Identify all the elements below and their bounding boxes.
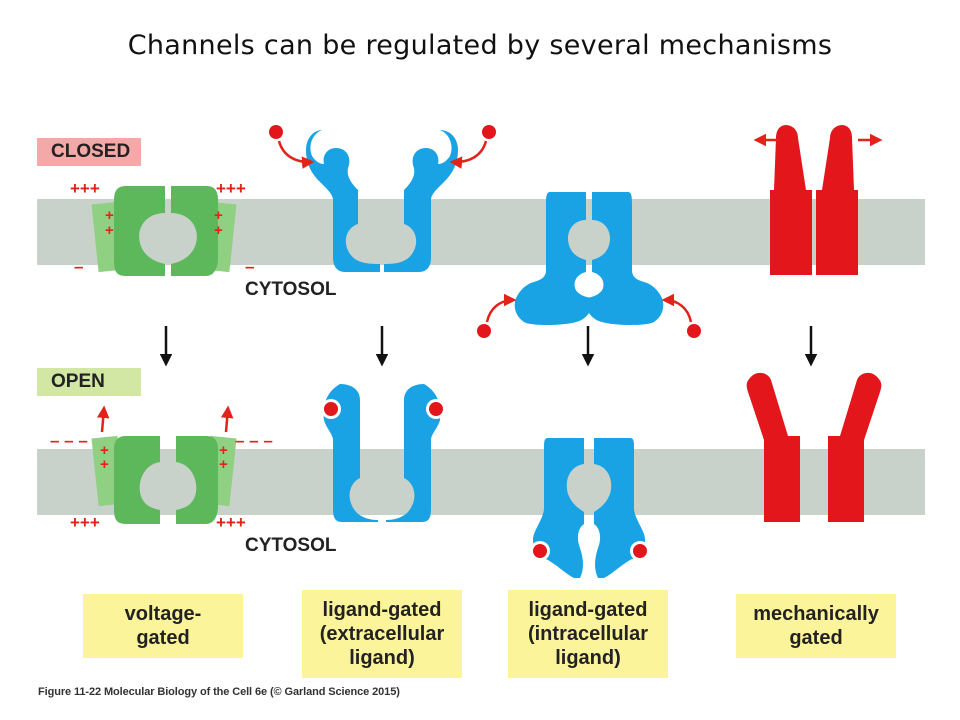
ligand-subunit-right xyxy=(384,130,458,272)
binding-arrow xyxy=(277,140,315,169)
caption-ligand-intracellular: ligand-gated (intracellular ligand) xyxy=(508,590,668,678)
cytosol-label: CYTOSOL xyxy=(245,535,337,556)
open-label: OPEN xyxy=(37,368,141,396)
binding-arrow xyxy=(449,140,488,169)
ligand-subunit-right xyxy=(594,438,646,578)
cytosol-label: CYTOSOL xyxy=(245,279,337,300)
intracellular-ligand xyxy=(477,324,491,338)
page-title: Channels can be regulated by several mec… xyxy=(127,30,833,61)
inner-charge-left: +++ xyxy=(70,513,100,532)
bound-ligand xyxy=(324,402,338,416)
mechanical-subunit-left xyxy=(746,372,800,522)
intracellular-ligand xyxy=(687,324,701,338)
sensor-charge: + xyxy=(100,456,109,473)
inner-charge-right: – xyxy=(245,257,254,276)
voltage-subunit-right xyxy=(171,186,218,276)
mechanical-subunit-left xyxy=(770,125,812,275)
sensor-charge: + xyxy=(105,207,114,224)
voltage-subunit-left xyxy=(114,436,160,524)
sensor-move-arrow xyxy=(220,405,234,433)
caption-voltage-gated: voltage- gated xyxy=(83,594,243,658)
ligand-subunit-left xyxy=(323,384,378,522)
outer-charge-left: – – – xyxy=(50,431,88,450)
mechanical-open-channel xyxy=(746,372,882,522)
ligand-intracellular-open-channel xyxy=(530,438,650,578)
bound-ligand xyxy=(429,402,443,416)
closed-label: CLOSED xyxy=(37,138,141,166)
bound-ligand xyxy=(533,544,547,558)
ligand-subunit-right xyxy=(386,384,441,522)
sensor-charge: + xyxy=(219,456,228,473)
mechanical-subunit-right xyxy=(828,372,882,522)
mechanical-closed-channel xyxy=(753,125,883,275)
sensor-charge: + xyxy=(219,442,228,459)
caption-ligand-extracellular: ligand-gated (extracellular ligand) xyxy=(302,590,462,678)
inner-charge-left: – xyxy=(74,257,83,276)
ligand-subunit-left xyxy=(306,130,380,272)
caption-mechanically-gated: mechanically gated xyxy=(736,594,896,658)
ligand-intracellular-closed-channel xyxy=(477,192,701,338)
figure-credit: Figure 11-22 Molecular Biology of the Ce… xyxy=(38,686,400,698)
ligand-extracellular-closed-channel xyxy=(269,125,496,272)
sensor-charge: + xyxy=(105,222,114,239)
sensor-charge: + xyxy=(214,207,223,224)
ligand-extracellular-open-channel xyxy=(321,384,446,522)
voltage-subunit-right xyxy=(176,436,218,524)
outer-charge-right: +++ xyxy=(216,179,246,198)
sensor-move-arrow xyxy=(96,405,110,433)
extracellular-ligand xyxy=(269,125,283,139)
ligand-subunit-left xyxy=(514,192,594,325)
voltage-gated-open-channel: – – – – – – + + + + +++ +++ xyxy=(50,405,273,532)
ligand-subunit-right xyxy=(584,192,664,325)
sensor-charge: + xyxy=(100,442,109,459)
voltage-gated-closed-channel: +++ +++ + + + + – – xyxy=(70,179,254,276)
outer-charge-right: – – – xyxy=(235,431,273,450)
transition-arrows xyxy=(159,326,818,367)
extracellular-ligand xyxy=(482,125,496,139)
inner-charge-right: +++ xyxy=(216,513,246,532)
mechanical-subunit-right xyxy=(816,125,858,275)
sensor-charge: + xyxy=(214,222,223,239)
voltage-subunit-left xyxy=(114,186,165,276)
bound-ligand xyxy=(633,544,647,558)
outer-charge-left: +++ xyxy=(70,179,100,198)
binding-arrow xyxy=(661,293,693,323)
binding-arrow xyxy=(485,293,517,323)
